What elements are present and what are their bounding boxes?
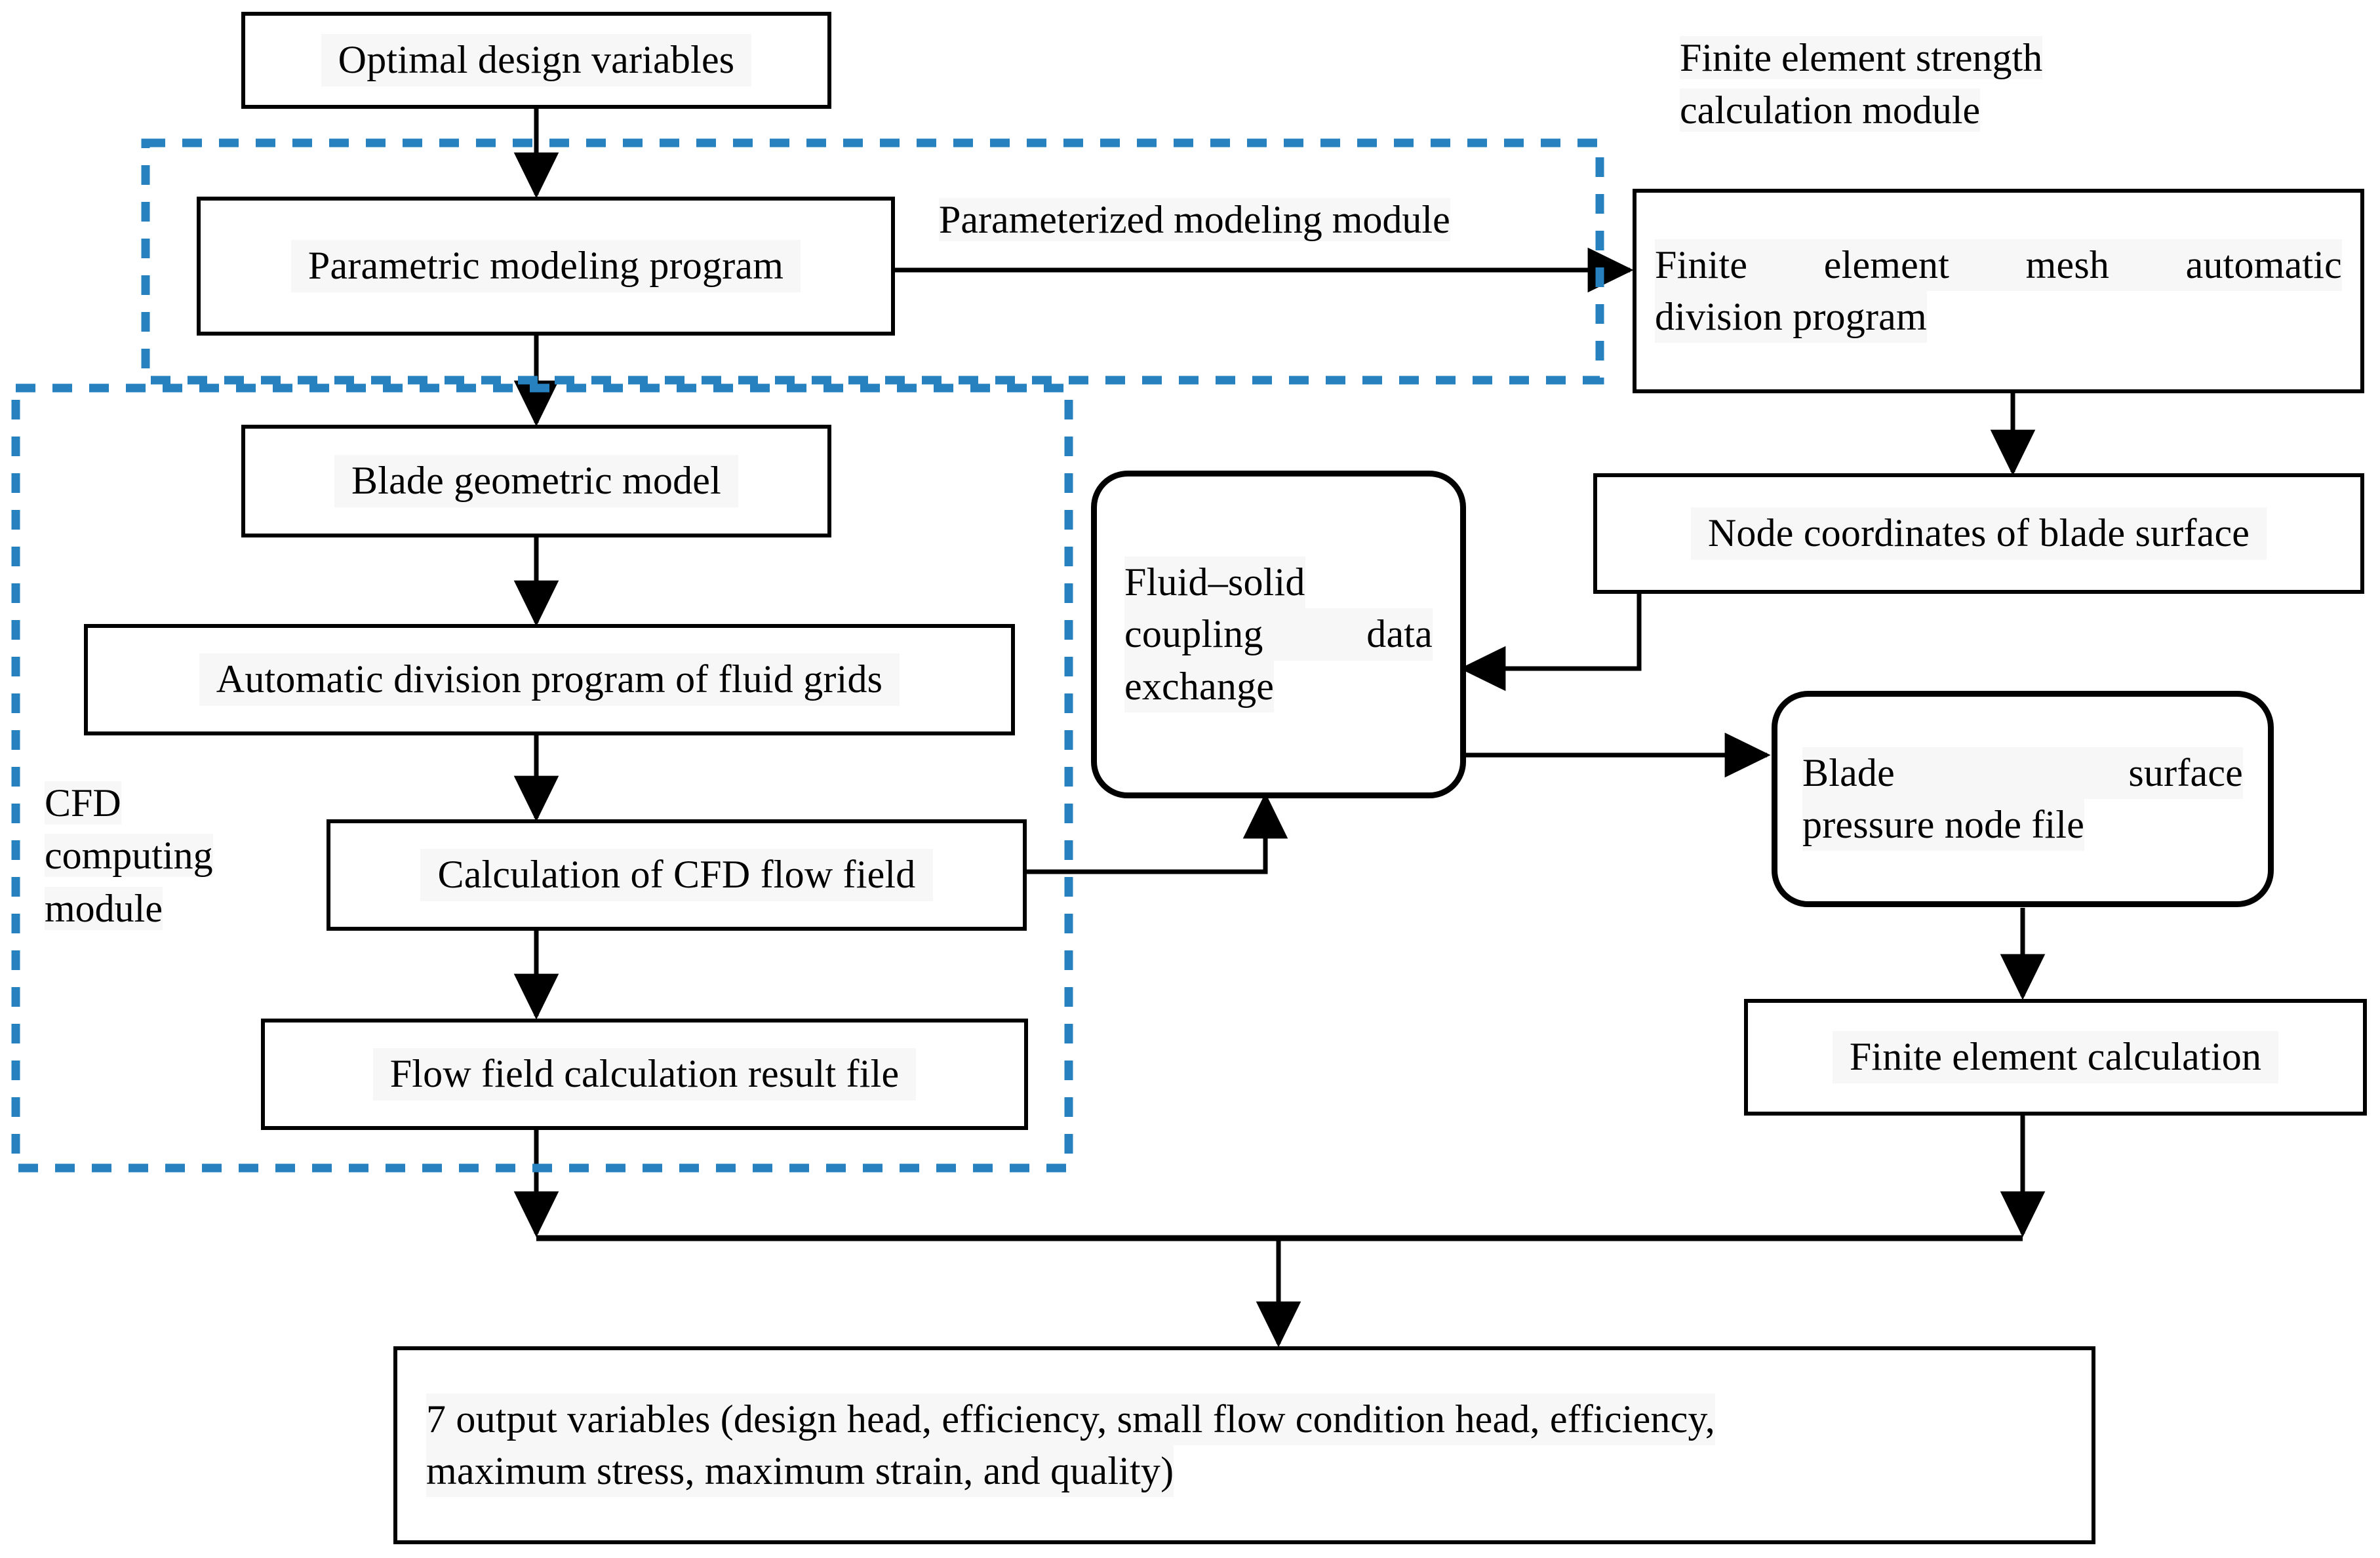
edge-node-coords-to-coupling	[1459, 593, 1642, 691]
node-blade-geometric-model[interactable]: Blade geometric model	[241, 425, 831, 537]
node-node-coordinates-blade-surface[interactable]: Node coordinates of blade surface	[1593, 473, 2364, 594]
node-label-line-3: exchange	[1124, 660, 1275, 712]
node-label-line-2: division program	[1655, 291, 1927, 343]
node-label-line-2: coupling data	[1124, 608, 1433, 661]
node-label-line-1: Finite element mesh automatic	[1655, 239, 2342, 291]
cfd-module-label: CFD computing module	[45, 781, 213, 930]
node-fluid-solid-coupling[interactable]: Fluid–solid coupling data exchange	[1091, 471, 1466, 798]
parameterized-module-label: Parameterized modeling module	[939, 198, 1450, 241]
node-label-line-1: Fluid–solid	[1124, 556, 1305, 609]
node-fe-mesh-automatic-division[interactable]: Finite element mesh automatic division p…	[1633, 189, 2364, 393]
node-label: Parametric modeling program	[290, 240, 801, 292]
node-label: Blade geometric model	[334, 455, 738, 507]
node-label-line-2: pressure node file	[1802, 799, 2085, 851]
node-label-line-1: Blade surface	[1802, 747, 2243, 799]
node-optimal-design-variables[interactable]: Optimal design variables	[241, 12, 831, 109]
fe-module-label: Finite element strength calculation modu…	[1680, 36, 2043, 132]
cfd-module-boundary	[11, 383, 1073, 1173]
node-label-line-2: maximum stress, maximum strain, and qual…	[426, 1445, 1174, 1498]
node-calculation-cfd-flow-field[interactable]: Calculation of CFD flow field	[327, 819, 1027, 931]
node-blade-surface-pressure-node-file[interactable]: Blade surface pressure node file	[1772, 691, 2274, 907]
node-label: Automatic division program of fluid grid…	[199, 653, 900, 706]
node-finite-element-calculation[interactable]: Finite element calculation	[1744, 999, 2367, 1116]
node-parametric-modeling-program[interactable]: Parametric modeling program	[197, 197, 895, 336]
node-label: Flow field calculation result file	[372, 1048, 917, 1100]
node-label: Finite element calculation	[1832, 1031, 2279, 1083]
edge-cfd-to-coupling	[1026, 792, 1288, 874]
node-automatic-division-fluid-grids[interactable]: Automatic division program of fluid grid…	[84, 624, 1015, 735]
node-label: Optimal design variables	[321, 34, 752, 87]
node-label: Calculation of CFD flow field	[420, 849, 933, 901]
node-label: Node coordinates of blade surface	[1690, 507, 2267, 560]
node-output-variables[interactable]: 7 output variables (design head, efficie…	[393, 1346, 2095, 1544]
node-flow-field-result-file[interactable]: Flow field calculation result file	[261, 1019, 1028, 1130]
node-label-line-1: 7 output variables (design head, efficie…	[426, 1393, 1715, 1445]
